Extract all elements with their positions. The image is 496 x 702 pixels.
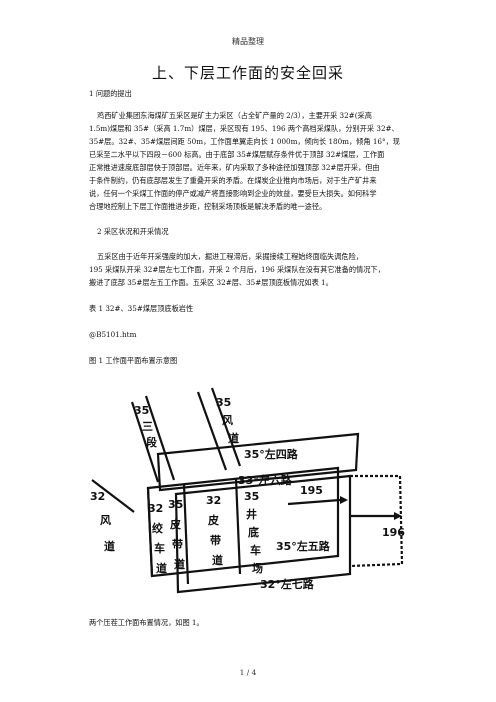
paragraph-line: 鸡西矿业集团东海煤矿五采区是矿主力采区（占全矿产量的 2/3），主要开采 32#… (97, 111, 372, 120)
diagram-label: 196 (382, 526, 405, 539)
road-line (182, 483, 190, 585)
diagram-label: 35°左四路 (244, 447, 299, 461)
diagram-label: 道 (104, 539, 115, 553)
diagram-label: 底 (248, 525, 259, 539)
diagram-label: 皮 (207, 513, 219, 527)
diagram-label: 绞 (152, 521, 163, 535)
diagram-label: 段 (146, 435, 157, 449)
paragraph-line: 已采至二水平以下四段－600 标高。由于底部 35#煤层赋存条件优于顶部 32#… (89, 150, 385, 159)
paragraph-line: 正常推进速度底部层快于顶部层。近年来，矿内采取了多种途径加强顶部 32#层开采，… (89, 163, 380, 172)
diagram-label: 道 (156, 561, 167, 575)
diagram-label: 32 (90, 490, 105, 503)
road-line (196, 391, 228, 471)
diagram-label: 皮 (169, 517, 181, 531)
road-line (210, 387, 242, 467)
diagram-label: 32 (148, 502, 163, 515)
diagram-label: 35 (244, 490, 259, 503)
diagram-label: 32 (206, 494, 221, 507)
paragraph-line: 195 采煤队开采 32#层左七工作面，开采 2 个月后，196 采煤队在没有其… (89, 265, 385, 274)
paragraph-line: 1.5m)煤层和 35#（采高 1.7m）煤层，采区现有 195、196 两个高… (89, 124, 399, 133)
table-caption: 表 1 32#、35#煤层顶底板岩性 (89, 304, 194, 313)
paragraph-line: 于条件制约，仍有底部层发生了重叠开采的矛盾。在煤炭企业推向市场后，对于生产矿井来 (89, 176, 377, 185)
diagram-label: 195 (300, 484, 323, 497)
page-header: 精品整理 (232, 37, 264, 46)
section-1-heading: 1 问题的提出 (89, 89, 132, 98)
diagram-label: 35 (134, 404, 149, 417)
page-number: 1 / 4 (239, 668, 257, 677)
diagram-label: 道 (228, 431, 239, 445)
road-line (144, 395, 176, 481)
figure-followup-text: 两个压茬工作面布置情况，如图 1。 (89, 618, 204, 627)
diagram-label: 33°左六路 (238, 473, 293, 487)
diagram-label: 道 (174, 557, 185, 571)
paragraph-line: 合理地控制上下层工作面推进步距，控制采场顶板是解决矛盾的唯一途径。 (89, 202, 327, 211)
diagram-label: 风 (222, 413, 233, 427)
diagram-label: 场 (252, 561, 263, 575)
right-extension-outline (349, 474, 404, 568)
diagram-label: 35 (216, 396, 231, 409)
diagram-label: 32°左七路 (260, 577, 315, 591)
arrow-line (287, 498, 341, 506)
diagram-label: 车 (154, 541, 165, 555)
paragraph-line: 搬进了底部 35#层左五工作面。五采区 32#层、35#层顶底板情况如表 1。 (89, 278, 333, 287)
diagram-label: 三 (142, 420, 153, 433)
lower-workface-outline (174, 474, 352, 594)
arrow-head-icon (394, 512, 402, 520)
upper-workface-outline (156, 432, 360, 492)
diagram-label: 风 (100, 513, 111, 527)
diagram-label: 道 (212, 553, 223, 567)
diagram-label: 带 (172, 537, 183, 551)
road-line (91, 479, 135, 513)
road-line (130, 401, 160, 483)
arrow-head-icon (340, 496, 348, 504)
paragraph-line: 说，任何一个采煤工作面的停产或减产将直接影响到企业的效益，要受巨大损失。如何科学 (89, 189, 377, 198)
diagram-svg: 35 三 段 35 风 道 35°左四路 33°左六路 195 196 32 风… (90, 387, 405, 594)
diagram-label: 车 (250, 543, 261, 557)
section-2-heading: 2 采区状况和开采情况 (97, 227, 169, 236)
road-line (234, 477, 242, 575)
road-line (146, 487, 154, 577)
image-reference: @B5101.htm (89, 330, 137, 339)
workface-layout-diagram: 35 三 段 35 风 道 35°左四路 33°左六路 195 196 32 风… (88, 384, 418, 602)
figure-caption: 图 1 工作面平面布置示意图 (89, 356, 178, 365)
diagram-label: 35°左五路 (276, 539, 331, 553)
diagram-label: 井 (246, 507, 257, 521)
diagram-label: 35 (168, 498, 183, 511)
paragraph-line: 35#层。32#、35#煤层间距 50m，工作面单翼走向长 1 000m，倾向长… (89, 137, 400, 146)
page-title: 上、下层工作面的安全回采 (151, 64, 344, 82)
paragraph-line: 五采区由于近年开采强度的加大，掘进工程滞后，采掘接续工程始终面临失调危险， (97, 252, 363, 261)
diagram-label: 带 (210, 533, 221, 547)
